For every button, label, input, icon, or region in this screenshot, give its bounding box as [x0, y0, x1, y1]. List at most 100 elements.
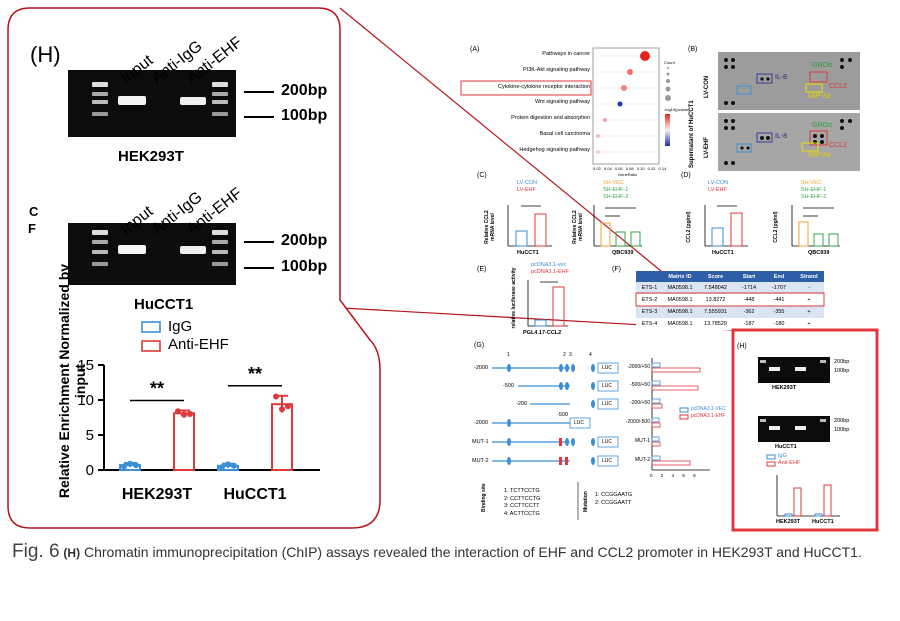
table-cell: -448 [743, 297, 755, 303]
panel-c-label: (C) [477, 172, 487, 179]
bar-label: -200/+50 [630, 400, 650, 406]
pathway-label: Protein digestion and absorption [511, 115, 590, 121]
table-cell: ETS-3 [641, 309, 658, 315]
gel-cell-line-label: HEK293T [118, 148, 184, 165]
table-cell: 13.8272 [705, 297, 726, 303]
panel-c-ylabel: Relative CCL2 mRNA level [572, 210, 584, 244]
construct-label: -2000 [474, 365, 489, 371]
side-fragment-c: C [29, 204, 39, 219]
panel-d-xlabel: HuCCT1 [712, 250, 734, 256]
luc-label: LUC [602, 458, 613, 464]
significance-label: ** [248, 364, 262, 384]
table-cell: MA0598.1 [667, 297, 693, 303]
data-point [175, 408, 181, 415]
gel-cell-line-label: HuCCT1 [134, 296, 194, 313]
pathway-label: PI3K-Akt signaling pathway [523, 67, 590, 73]
site-number: 1 [507, 352, 510, 358]
panel-a-xticks: 0.02 0.04 0.06 0.08 0.10 0.12 0.14 [593, 166, 667, 171]
significance-label: ** [150, 379, 164, 399]
table-cell: -1714 [741, 285, 757, 291]
panel-c-xlabel: HuCCT1 [517, 250, 539, 256]
data-point [273, 393, 279, 400]
bar-label: MUT-2 [635, 457, 650, 463]
table-cell: 7.548042 [704, 285, 727, 291]
spot-label-mip3a: MIP-3α [808, 152, 831, 159]
table-cell: MA0598.1 [667, 309, 693, 315]
bar-label: MUT-1 [635, 438, 650, 444]
data-point [133, 462, 139, 469]
figure-caption: Fig. 6 (H) Chromatin immunoprecipitation… [12, 541, 892, 563]
table-cell: Score [707, 273, 724, 280]
table-cell: End [773, 273, 785, 280]
pathway-label-highlighted: Cytokine-cytokine receptor interaction [497, 84, 590, 90]
data-point [181, 411, 187, 418]
pathway-label: Pathways in cancer [542, 51, 590, 57]
mutation-title: Mutation [583, 491, 589, 512]
caption-panel: (H) [63, 546, 81, 560]
panel-b-label: (B) [688, 46, 698, 53]
data-point [225, 461, 231, 468]
spot-label-mip3a: MIP-3α [808, 93, 831, 100]
panel-a-label: (A) [470, 46, 480, 53]
pathway-label: Hedgehog signaling pathway [519, 147, 590, 153]
site-number: 4 [589, 352, 592, 358]
size-marker-100bp: 100bp [281, 107, 328, 124]
panel-g-label: (G) [474, 342, 485, 349]
size-marker-200bp: 200bp [834, 418, 850, 424]
construct-label: -500 [557, 412, 569, 418]
data-point [279, 406, 285, 413]
gel-hucct1-bands [92, 230, 228, 266]
gel-hek293t-bands [92, 82, 228, 116]
legend-label-anti-ehf: Anti-EHF [168, 336, 229, 353]
table-cell: MA0598.1 [667, 321, 693, 327]
table-cell: -180 [773, 321, 785, 327]
size-marker-100bp: 100bp [281, 258, 328, 275]
panel-c-xlabel: QBC939 [612, 250, 634, 256]
luc-label: LUC [574, 420, 585, 426]
spot-label-il8: IL-8 [775, 74, 788, 81]
construct-label: -2000 [474, 420, 489, 426]
spot-label-ccl2: CCL2 [829, 142, 847, 149]
legend-swatch-anti-ehf [141, 340, 161, 352]
pathway-label: Basal cell carcinoma [539, 131, 590, 137]
panel-b-row-label: LV-EHF [704, 137, 710, 158]
bar-label: -2000/+50 [627, 364, 650, 370]
table-cell: 7.555931 [704, 309, 727, 315]
y-tick-label: 10 [77, 392, 94, 409]
spot-label-gro: GROα [812, 122, 832, 129]
site-number: 3 [569, 352, 572, 358]
spot-label-il8: IL-8 [775, 133, 788, 140]
table-cell: + [807, 309, 811, 315]
panel-d-xlabel: QBC939 [808, 250, 830, 256]
table-cell: + [807, 297, 811, 303]
y-tick-label: 15 [77, 357, 94, 374]
legend-label-igg: IgG [168, 318, 193, 335]
data-point [285, 403, 291, 410]
table-cell: ETS-2 [641, 297, 658, 303]
panel-d-ylabel: CCL2 (pg/ml) [773, 211, 779, 243]
panel-a-plot [460, 47, 671, 165]
panel-f-label: (F) [612, 266, 621, 273]
binding-site-title: Binding site [481, 483, 487, 512]
table-cell: + [807, 321, 811, 327]
panel-c-plots [507, 205, 642, 247]
size-marker-100bp: 100bp [834, 427, 850, 433]
panel-e-plot [527, 280, 568, 327]
panel-a-legend-count: Count [664, 60, 675, 65]
luc-label: LUC [602, 383, 613, 389]
panel-e-ylabel: relative luciferase activity [511, 267, 517, 329]
table-cell: -187 [743, 321, 755, 327]
panel-h-small-xlabel: HEK293T [776, 519, 801, 525]
data-point [219, 464, 225, 471]
table-cell: -355 [773, 309, 785, 315]
panel-h-small [731, 328, 879, 532]
table-cell: Matrix ID [668, 273, 692, 280]
